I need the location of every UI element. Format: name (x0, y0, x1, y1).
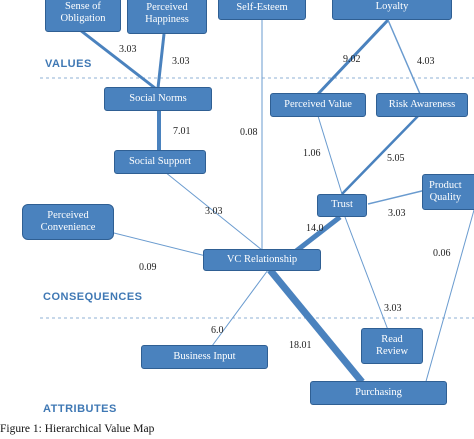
edge-convenience-vc (109, 231, 211, 258)
weight-trust-quality: 3.03 (388, 208, 406, 219)
weight-trust-review: 3.03 (384, 303, 402, 314)
node-perceived-value: Perceived Value (270, 93, 366, 117)
level-consequences: CONSEQUENCES (43, 291, 143, 303)
weight-value-trust: 1.06 (303, 148, 321, 159)
node-loyalty: Loyalty (332, 0, 452, 20)
edge-loyalty-risk (387, 19, 421, 95)
node-purchasing: Purchasing (310, 381, 447, 405)
weight-selfesteem-vc: 0.08 (240, 127, 258, 138)
weight-convenience-vc: 0.09 (139, 262, 157, 273)
level-attributes: ATTRIBUTES (43, 403, 117, 415)
edge-quality-purchasing (424, 209, 474, 386)
node-social-support: Social Support (114, 150, 206, 174)
weight-norms-support: 7.01 (173, 126, 191, 137)
edge-trust-quality (367, 188, 431, 205)
weight-risk-trust: 5.05 (387, 153, 405, 164)
edge-happiness-norms (156, 33, 166, 89)
edge-obligation-norms (79, 28, 156, 90)
node-social-norms: Social Norms (104, 87, 212, 111)
weight-happiness-norms: 3.03 (172, 56, 190, 67)
weight-loyalty-value: 9.02 (343, 54, 361, 65)
weight-obligation-norms: 3.03 (119, 44, 137, 55)
edge-loyalty-value (316, 18, 390, 96)
node-product-quality: Product Quality (422, 174, 474, 210)
node-risk-awareness: Risk Awareness (376, 93, 468, 117)
node-trust: Trust (317, 194, 367, 217)
node-sense-of-obligation: Sense of Obligation (45, 0, 121, 32)
weight-trust-vc: 14.0 (306, 223, 324, 234)
node-self-esteem: Self-Esteem (218, 0, 306, 20)
node-perceived-convenience: Perceived Convenience (22, 204, 114, 240)
node-perceived-happiness: Perceived Happiness (127, 0, 207, 34)
weight-vc-purchasing: 18.01 (289, 340, 312, 351)
edge-value-trust (317, 115, 343, 195)
node-vc-relationship: VC Relationship (203, 249, 321, 271)
edge-trust-review (344, 216, 389, 331)
weight-vc-business: 6.0 (211, 325, 224, 336)
figure-caption: Figure 1: Hierarchical Value Map (0, 423, 155, 435)
node-read-review: Read Review (361, 328, 423, 364)
weight-loyalty-risk: 4.03 (417, 56, 435, 67)
weight-support-vc: 3.03 (205, 206, 223, 217)
level-values: VALUES (45, 58, 92, 70)
edge-support-vc (164, 171, 263, 251)
edge-risk-trust (341, 115, 419, 195)
edge-vc-purchasing (267, 267, 365, 385)
node-business-input: Business Input (141, 345, 268, 369)
edge-vc-business (211, 269, 269, 347)
weight-quality-purchasing: 0.06 (433, 248, 451, 259)
